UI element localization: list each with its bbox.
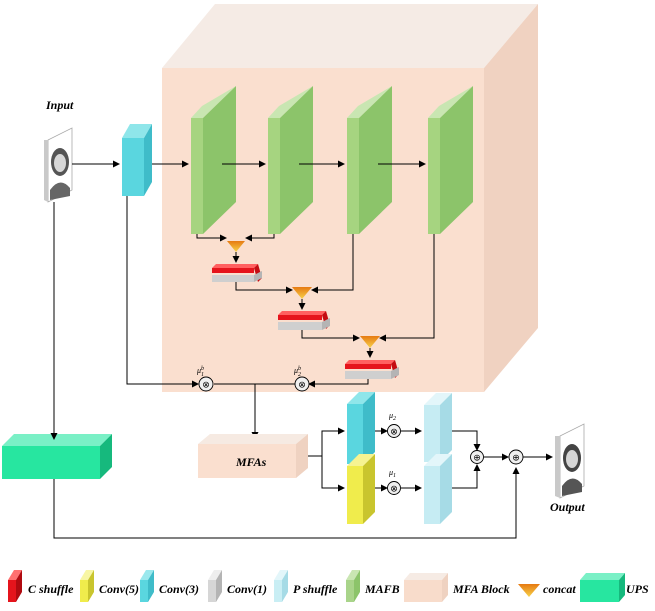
- mafb-block-4: [428, 86, 473, 234]
- arrow-mafb1-to-concat1: [196, 234, 227, 242]
- arrow-mafb4-to-concat3: [379, 234, 435, 342]
- legend-label-conv3: Conv(3): [159, 582, 199, 596]
- arrow-block3-to-mul2: [308, 379, 369, 388]
- branch-conv5-block: [347, 454, 375, 524]
- add-node-2: ⊕: [508, 449, 524, 465]
- ups-block: [2, 434, 112, 479]
- arrow-mafb2-to-concat1: [245, 234, 275, 242]
- legend-item-c-shuffle: C shuffle: [8, 570, 74, 602]
- cshuffle-conv1-block-1: [212, 264, 262, 282]
- legend-label-mafb: MAFB: [364, 582, 400, 596]
- legend-item-conv3: Conv(3): [140, 570, 199, 602]
- output-face-image: [555, 423, 585, 499]
- concat-icon-1: [227, 241, 245, 252]
- legend-item-p-shuffle: P shuffle: [274, 570, 338, 602]
- legend-item-mafb: MAFB: [346, 570, 400, 602]
- legend-item-conv1: Conv(1): [208, 570, 267, 602]
- multiply-node-1: ⊗: [198, 376, 214, 392]
- arrow-mfas-to-conv5: [321, 456, 345, 492]
- mu1-label: μ1: [388, 468, 396, 479]
- arrow-ups-to-add: [53, 467, 520, 539]
- multiply-node-3: ⊗: [387, 424, 401, 438]
- mu2-label: μ2: [388, 411, 396, 422]
- svg-text:⊕: ⊕: [512, 453, 520, 463]
- cshuffle-conv1-block-3: [345, 360, 399, 379]
- pshuffle-block-upper: [424, 393, 452, 462]
- input-conv3-block: [122, 124, 152, 196]
- legend-label-mfa-block: MFA Block: [452, 582, 510, 596]
- arrow-mfas-to-conv3: [308, 427, 345, 457]
- legend-item-conv5: Conv(5): [80, 570, 139, 602]
- mfa-block-side-face: [484, 4, 538, 392]
- legend-label-conv5: Conv(5): [99, 582, 139, 596]
- concat-icon-2: [292, 287, 312, 299]
- svg-text:⊗: ⊗: [202, 380, 210, 390]
- legend-label-c-shuffle: C shuffle: [28, 582, 74, 596]
- output-label: Output: [550, 500, 585, 514]
- cshuffle-conv1-block-2: [278, 311, 330, 330]
- input-face-image: [44, 127, 73, 203]
- svg-text:⊗: ⊗: [390, 484, 398, 494]
- pshuffle-block-lower: [424, 454, 452, 524]
- arrow-mafb3-to-concat2: [311, 234, 354, 294]
- legend-label-p-shuffle: P shuffle: [293, 582, 338, 596]
- arrow-pshuffle-upper-to-add1: [452, 430, 481, 451]
- arrow-block2-to-concat3: [301, 330, 360, 342]
- svg-text:⊕: ⊕: [473, 453, 481, 463]
- mfa-block-top-face: [162, 4, 538, 68]
- legend: C shuffle Conv(5) Conv(3) Conv(1) P shuf…: [8, 570, 649, 602]
- legend-label-conv1: Conv(1): [227, 582, 267, 596]
- input-label: Input: [45, 98, 74, 112]
- mfas-label: MFAs: [235, 455, 267, 469]
- add-node-1: ⊕: [470, 450, 484, 464]
- mafb-block-1: [191, 86, 236, 234]
- legend-item-mfa-block: MFA Block: [404, 573, 510, 602]
- svg-text:⊗: ⊗: [298, 380, 306, 390]
- arrow-conv3-to-mul1: [126, 196, 199, 388]
- mafb-block-2: [268, 86, 313, 234]
- legend-item-concat: concat: [518, 582, 576, 597]
- multiply-node-2: ⊗: [294, 376, 310, 392]
- mfas-block: [198, 434, 308, 478]
- legend-item-ups: UPS: [580, 573, 649, 602]
- multiply-node-4: ⊗: [387, 481, 401, 495]
- arrow-block1-to-concat2: [235, 282, 293, 294]
- legend-label-concat: concat: [543, 582, 576, 596]
- legend-label-ups: UPS: [626, 582, 649, 596]
- branch-conv3-block: [347, 392, 375, 464]
- concat-icon-3: [360, 336, 380, 348]
- svg-text:⊗: ⊗: [390, 427, 398, 437]
- mafb-block-3: [347, 86, 392, 234]
- arrow-pshuffle-lower-to-add1: [452, 464, 481, 489]
